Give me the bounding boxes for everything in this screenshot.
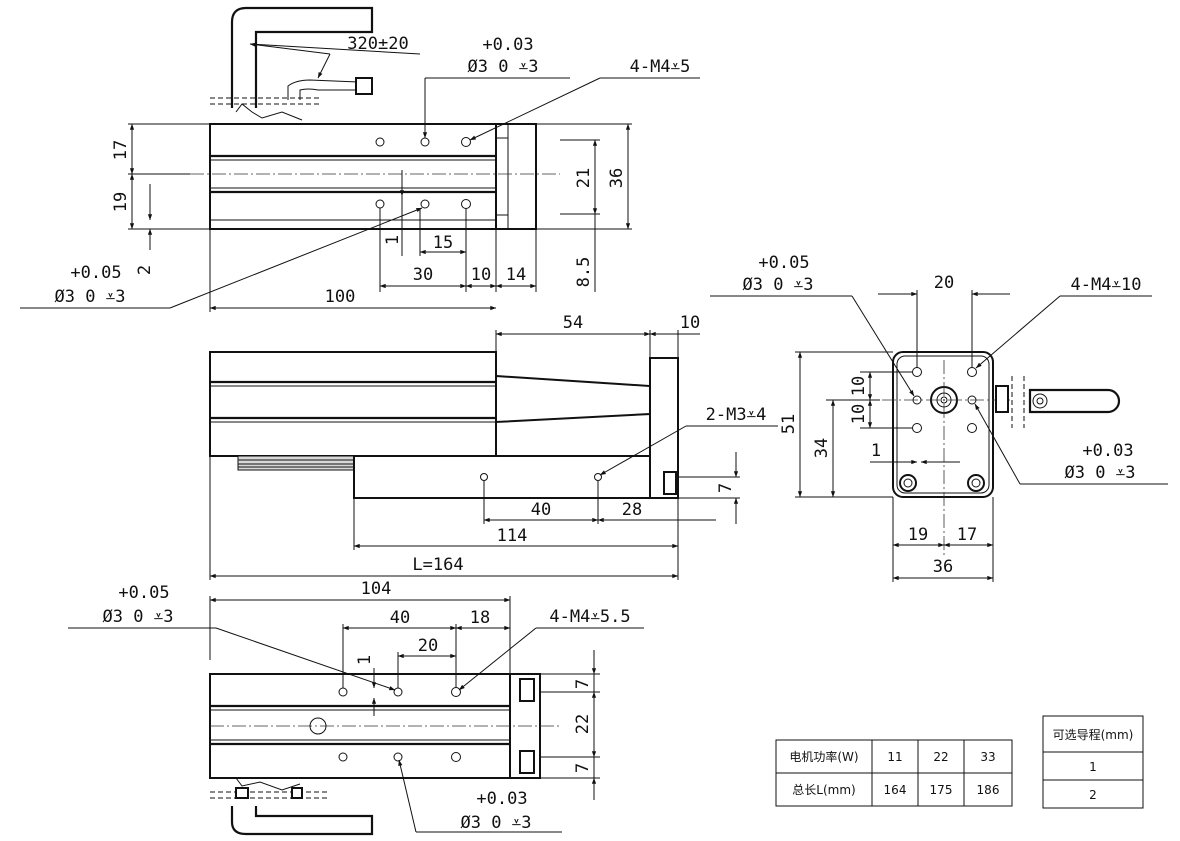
dim-1: 1 — [871, 441, 881, 461]
cable-clamp — [995, 385, 1009, 413]
lead-option: 2 — [1089, 788, 1097, 802]
dim-17: 17 — [957, 525, 977, 545]
dim-20: 20 — [418, 636, 438, 656]
rod-taper — [495, 374, 651, 424]
spec-row-label: 总长L(mm) — [792, 783, 855, 797]
actuator-body-top — [209, 123, 497, 230]
dim-7b: 7 — [573, 763, 593, 773]
spec-cell: 175 — [930, 783, 953, 797]
slot — [519, 750, 535, 774]
spec-cell: 22 — [933, 750, 948, 764]
end-view: 51 34 10 10 1 20 +0.05 Ø3 0 ⩡3 4-M4⩡10 +… — [710, 253, 1168, 582]
dim-40: 40 — [531, 500, 551, 520]
dim-7a: 7 — [573, 679, 593, 689]
dim-19: 19 — [111, 192, 131, 212]
cable-loop — [230, 6, 374, 108]
side-view: 54 10 2-M3⩡4 7 40 28 114 L=164 — [209, 313, 778, 580]
dim-10: 10 — [471, 265, 491, 285]
tol-top-plus: +0.05 — [118, 583, 169, 603]
tol-left-plus: +0.05 — [70, 263, 121, 283]
tapped-holes-label: 4-M4⩡5.5 — [549, 607, 630, 627]
cable-end — [1028, 388, 1121, 414]
dim-21: 21 — [574, 168, 594, 188]
motor-fins — [237, 455, 355, 471]
dim-100: 100 — [325, 287, 356, 307]
slot — [663, 471, 677, 495]
tapped-hole — [451, 752, 461, 762]
dim-17: 17 — [111, 140, 131, 160]
tol-right-spec: Ø3 0 ⩡3 — [1065, 463, 1136, 483]
end-plate-top — [495, 123, 537, 230]
actuator-body-side — [209, 351, 497, 457]
tol-left-spec: Ø3 0 ⩡3 — [743, 275, 814, 295]
dim-36: 36 — [933, 557, 953, 577]
dim-19: 19 — [908, 525, 928, 545]
tol-center-spec: Ø3 0 ⩡3 — [468, 57, 539, 77]
tol-center-plus: +0.03 — [482, 35, 533, 55]
pin-hole — [420, 199, 430, 209]
lead-table-header: 可选导程(mm) — [1053, 727, 1134, 742]
tol-left-plus: +0.05 — [758, 253, 809, 273]
bottom-view: 104 40 18 20 1 7 22 7 +0.05 Ø3 0 ⩡3 4-M4… — [68, 579, 644, 836]
dim-40: 40 — [390, 608, 410, 628]
carriage-side — [353, 455, 651, 499]
cable-connector — [355, 77, 373, 95]
tol-bottom-plus: +0.03 — [476, 789, 527, 809]
bolt — [899, 474, 917, 492]
dim-18: 18 — [470, 608, 490, 628]
cable-length-label: 320±20 — [347, 34, 408, 54]
tapped-hole — [967, 423, 977, 433]
mount-hole — [375, 137, 385, 147]
dim-104: 104 — [361, 579, 392, 599]
dim-7: 7 — [716, 483, 736, 493]
dim-1: 1 — [383, 235, 403, 245]
dim-10: 10 — [680, 313, 700, 333]
spec-row-label: 电机功率(W) — [789, 749, 858, 764]
lead-option: 1 — [1089, 760, 1097, 774]
spec-cell: 33 — [980, 750, 995, 764]
dim-30: 30 — [413, 265, 433, 285]
dim-15: 15 — [433, 233, 453, 253]
spec-cell: 164 — [884, 783, 907, 797]
dim-8-5: 8.5 — [574, 257, 594, 288]
tol-bottom-spec: Ø3 0 ⩡3 — [461, 813, 532, 833]
dim-1: 1 — [355, 655, 375, 665]
spec-table: 电机功率(W) 11 22 33 总长L(mm) 164 175 186 — [775, 739, 1013, 807]
dim-20: 20 — [934, 273, 954, 293]
tapped-hole — [461, 137, 471, 147]
dim-54: 54 — [563, 313, 583, 333]
tapped-hole — [480, 473, 488, 481]
pin-hole — [393, 752, 403, 762]
cable-loop — [230, 806, 374, 836]
tapped-hole — [594, 473, 602, 481]
dim-10b: 10 — [849, 404, 869, 424]
dim-51: 51 — [779, 414, 799, 434]
tol-left-spec: Ø3 0 ⩡3 — [55, 287, 126, 307]
slot — [519, 678, 535, 702]
dim-22: 22 — [573, 714, 593, 734]
top-view: 17 19 2 21 36 8.5 1 15 30 10 14 100 — [20, 6, 700, 312]
tol-top-spec: Ø3 0 ⩡3 — [103, 607, 174, 627]
mount-hole — [338, 752, 348, 762]
dim-34: 34 — [812, 438, 832, 458]
lead-table: 可选导程(mm) 1 2 — [1042, 715, 1144, 809]
tapped-holes-label: 2-M3⩡4 — [706, 405, 767, 425]
total-length: L=164 — [412, 555, 463, 575]
tol-right-plus: +0.03 — [1082, 441, 1133, 461]
tapped-holes-label: 4-M4⩡5 — [630, 57, 691, 77]
spec-cell: 186 — [977, 783, 1000, 797]
dim-36: 36 — [607, 168, 627, 188]
dim-14: 14 — [506, 265, 526, 285]
spec-cell: 11 — [887, 750, 902, 764]
dim-2: 2 — [135, 265, 155, 275]
dim-114: 114 — [497, 526, 528, 546]
tapped-holes-label: 4-M4⩡10 — [1071, 275, 1142, 295]
dim-10a: 10 — [849, 376, 869, 396]
dim-28: 28 — [622, 500, 642, 520]
bolt — [967, 474, 985, 492]
tapped-hole — [912, 423, 922, 433]
center-hole — [309, 717, 327, 735]
end-face — [892, 351, 994, 498]
